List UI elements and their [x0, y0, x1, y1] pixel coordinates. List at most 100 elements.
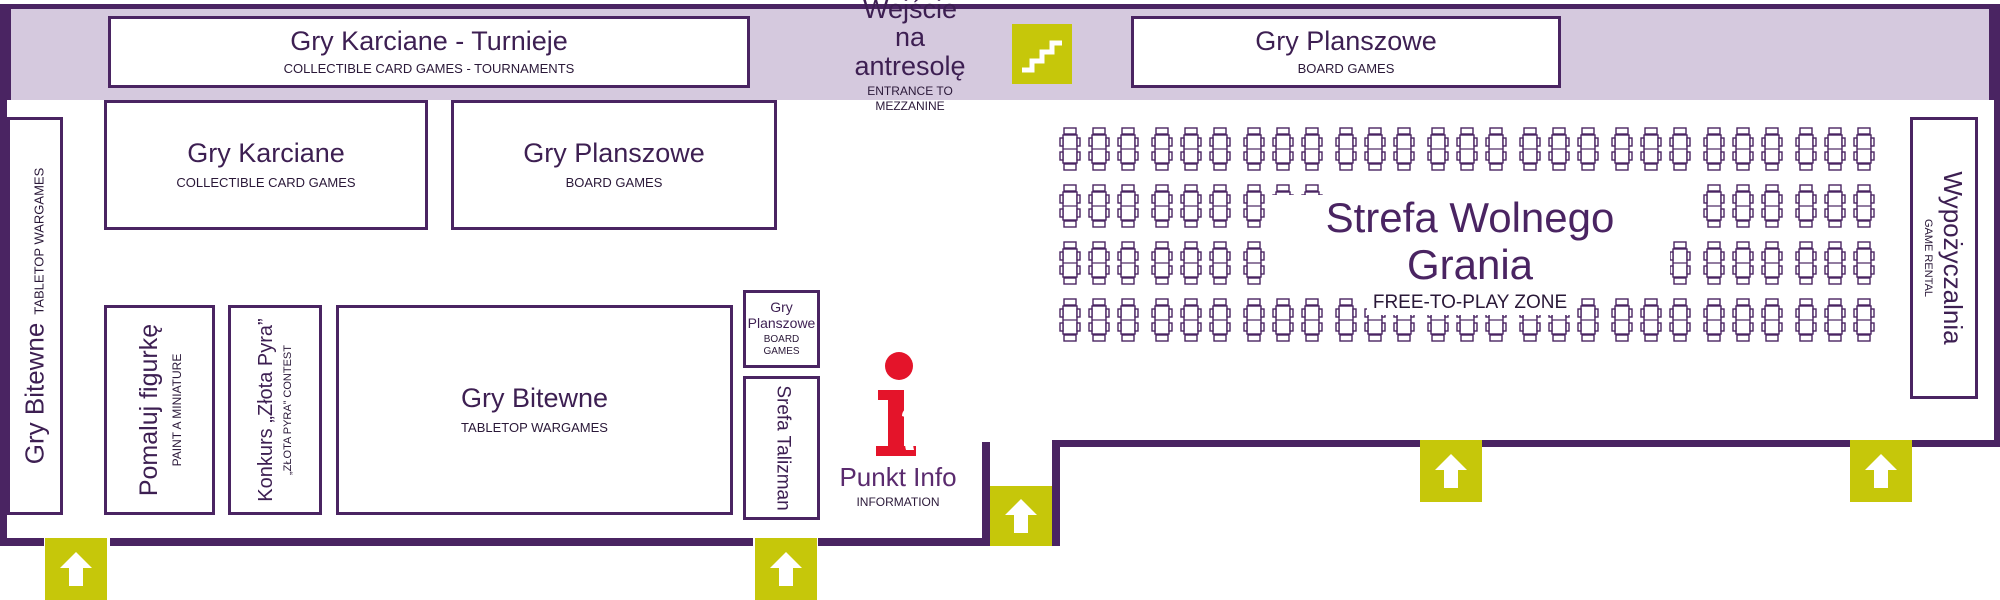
- game-table-icon: [1393, 127, 1415, 171]
- game-table-icon: [1703, 184, 1725, 228]
- zone-title: Gry Bitewne: [460, 383, 609, 414]
- up-arrow-icon[interactable]: [1420, 440, 1482, 502]
- zone-board-games-small[interactable]: Gry Planszowe BOARD GAMES: [743, 290, 820, 368]
- zone-wargames-side[interactable]: Gry Bitewne TABLETOP WARGAMES: [7, 117, 63, 515]
- game-table-icon: [1180, 184, 1202, 228]
- game-table-icon: [1059, 184, 1081, 228]
- zone-title: Gry Planszowe: [523, 138, 705, 169]
- game-table-icon: [1456, 127, 1478, 171]
- zone-subtitle: PAINT A MINIATURE: [169, 353, 184, 467]
- game-table-icon: [1732, 184, 1754, 228]
- zone-card-tournaments[interactable]: Gry Karciane - Turnieje COLLECTIBLE CARD…: [108, 16, 750, 88]
- game-table-icon: [1761, 127, 1783, 171]
- game-table-icon: [1795, 241, 1817, 285]
- game-table-icon: [1151, 184, 1173, 228]
- game-table-icon: [1243, 184, 1265, 228]
- game-table-icon: [1611, 298, 1633, 342]
- entrance-title-line2: na antresolę: [854, 22, 966, 81]
- game-table-icon: [1761, 298, 1783, 342]
- zone-subtitle: BOARD GAMES: [565, 175, 663, 191]
- bottom-wall: [1448, 440, 1850, 447]
- up-arrow-icon[interactable]: [1850, 440, 1912, 502]
- game-table-icon: [1761, 184, 1783, 228]
- info-point-subtitle: INFORMATION: [856, 495, 940, 510]
- up-arrow-icon[interactable]: [990, 486, 1052, 546]
- game-table-icon: [1795, 127, 1817, 171]
- game-table-icon: [1088, 298, 1110, 342]
- game-table-icon: [1732, 298, 1754, 342]
- zone-board-games[interactable]: Gry Planszowe BOARD GAMES: [451, 100, 777, 230]
- game-table-icon: [1732, 241, 1754, 285]
- game-table-icon: [1427, 127, 1449, 171]
- zone-title: Gry Bitewne: [19, 322, 50, 465]
- game-table-icon: [1059, 127, 1081, 171]
- game-table-icon: [1151, 127, 1173, 171]
- up-arrow-icon[interactable]: [755, 538, 817, 600]
- zone-title: Gry Planszowe: [1255, 26, 1437, 57]
- zone-contest[interactable]: Konkurs „Złota Pyra” „ZŁOTA PYRA” CONTES…: [228, 305, 322, 515]
- bottom-wall: [110, 538, 753, 546]
- bottom-wall: [1912, 440, 2000, 447]
- zone-title: Wypożyczalnia: [1937, 171, 1968, 345]
- game-table-icon: [1853, 184, 1875, 228]
- game-table-icon: [1703, 241, 1725, 285]
- bottom-wall: [818, 538, 990, 546]
- game-table-icon: [1669, 241, 1691, 285]
- zone-title: Konkurs „Złota Pyra”: [254, 318, 277, 502]
- game-table-icon: [1669, 127, 1691, 171]
- game-table-icon: [1180, 241, 1202, 285]
- free-play-subtitle: FREE-TO-PLAY ZONE: [1366, 291, 1574, 315]
- game-table-icon: [1795, 298, 1817, 342]
- zone-title: Gry Karciane - Turnieje: [290, 26, 568, 57]
- game-table-icon: [1732, 127, 1754, 171]
- game-table-icon: [1088, 184, 1110, 228]
- game-table-icon: [1824, 298, 1846, 342]
- zone-subtitle: „ZŁOTA PYRA” CONTEST: [281, 345, 294, 475]
- info-point-title: Punkt Info: [839, 461, 957, 492]
- game-table-icon: [1117, 184, 1139, 228]
- game-table-icon: [1180, 298, 1202, 342]
- zone-title-line1: Gry: [770, 299, 793, 316]
- zone-title: Srefa Talizman: [771, 385, 793, 511]
- game-table-icon: [1335, 127, 1357, 171]
- zone-talisman[interactable]: Srefa Talizman: [743, 376, 820, 520]
- game-table-icon: [1640, 298, 1662, 342]
- zone-wargames-main[interactable]: Gry Bitewne TABLETOP WARGAMES: [336, 305, 733, 515]
- info-icon[interactable]: [872, 350, 926, 458]
- game-table-icon: [1577, 298, 1599, 342]
- zone-title-line2: Planszowe: [747, 314, 816, 331]
- game-table-icon: [1703, 298, 1725, 342]
- game-table-icon: [1853, 241, 1875, 285]
- game-table-icon: [1824, 184, 1846, 228]
- stairs-icon[interactable]: [1012, 24, 1072, 84]
- inner-wall: [982, 442, 990, 546]
- game-table-icon: [1088, 241, 1110, 285]
- zone-card-games[interactable]: Gry Karciane COLLECTIBLE CARD GAMES: [104, 100, 428, 230]
- game-table-icon: [1577, 127, 1599, 171]
- game-table-icon: [1301, 298, 1323, 342]
- zone-mezzanine-board-games[interactable]: Gry Planszowe BOARD GAMES: [1131, 16, 1561, 88]
- game-table-icon: [1853, 127, 1875, 171]
- game-table-icon: [1243, 127, 1265, 171]
- right-wall: [1994, 4, 2000, 447]
- game-table-icon: [1611, 127, 1633, 171]
- game-table-icon: [1519, 127, 1541, 171]
- game-table-icon: [1117, 127, 1139, 171]
- up-arrow-icon[interactable]: [45, 538, 107, 600]
- zone-subtitle: COLLECTIBLE CARD GAMES: [176, 175, 356, 191]
- game-table-icon: [1703, 127, 1725, 171]
- game-table-icon: [1761, 241, 1783, 285]
- zone-rental[interactable]: Wypożyczalnia GAME RENTAL: [1910, 117, 1978, 399]
- game-table-icon: [1209, 241, 1231, 285]
- game-table-icon: [1243, 241, 1265, 285]
- game-table-icon: [1117, 298, 1139, 342]
- free-play-label: Strefa Wolnego Grania FREE-TO-PLAY ZONE: [1270, 195, 1670, 315]
- game-table-icon: [1335, 298, 1357, 342]
- zone-paint-miniature[interactable]: Pomaluj figurkę PAINT A MINIATURE: [104, 305, 215, 515]
- game-table-icon: [1272, 127, 1294, 171]
- inner-wall: [1052, 442, 1060, 546]
- game-table-icon: [1824, 241, 1846, 285]
- zone-subtitle: GAME RENTAL: [1922, 218, 1935, 298]
- game-table-icon: [1209, 184, 1231, 228]
- game-table-icon: [1669, 298, 1691, 342]
